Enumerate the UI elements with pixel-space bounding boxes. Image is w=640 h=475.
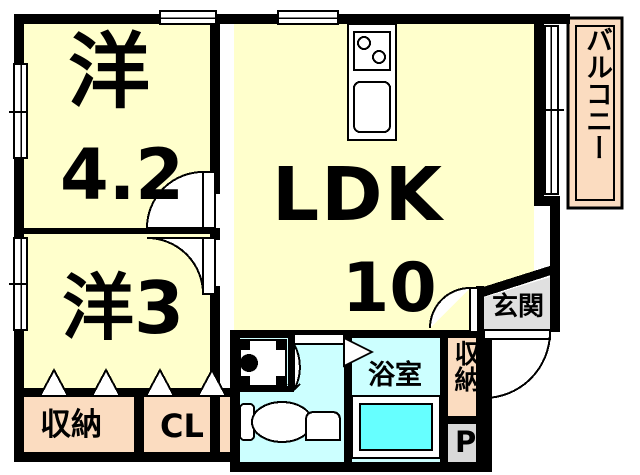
window-top-bedroom-icon	[159, 10, 217, 25]
wall-water-top	[230, 330, 490, 338]
door-entrance-icon	[483, 329, 551, 399]
wall-bath-left	[344, 338, 352, 462]
stove-burner-1	[357, 36, 371, 50]
wall-washer-bottom	[238, 386, 294, 392]
door-entrance-inner-icon	[429, 287, 479, 333]
kitchen-sink-icon	[353, 81, 391, 133]
wall-right-lower	[482, 330, 492, 472]
kitchen-fixtures	[347, 23, 397, 141]
closet-fill-shuno-left	[24, 396, 134, 452]
door-bedroom-3-icon	[146, 237, 216, 295]
door-bath-icon	[343, 336, 375, 368]
wall-washer-right	[288, 338, 294, 390]
wall-bottom-left	[14, 452, 240, 462]
wall-right-upper	[534, 14, 544, 204]
balcony-outline	[566, 16, 624, 210]
door-washroom-icon	[287, 333, 345, 391]
door-bedroom-4-2-icon	[145, 170, 216, 229]
window-top-ldk-icon	[277, 10, 339, 25]
wall-entrance-diagonal-inner	[480, 264, 556, 293]
windows	[9, 10, 564, 331]
wall-bottom-mid	[230, 462, 490, 472]
window-right-balcony-icon	[540, 25, 564, 195]
washer-pan-icon	[239, 339, 287, 387]
room-fill-yo-3	[24, 232, 210, 390]
wall-partition-bedrooms-ldk	[210, 14, 220, 194]
wall-storage-right	[476, 330, 484, 462]
entrance-detail	[483, 271, 557, 297]
entrance-fill	[482, 266, 560, 330]
window-left-lower-icon	[9, 237, 28, 331]
toilet-icon	[239, 401, 313, 443]
wall-above-closets	[14, 388, 240, 396]
doors	[145, 170, 551, 399]
wall-right-entrance	[550, 196, 560, 332]
bathtub-group	[351, 395, 441, 459]
wall-entrance-left	[476, 286, 484, 332]
wall-washroom-left	[230, 330, 240, 464]
wall-bath-right	[440, 330, 448, 462]
bathtub-icon	[359, 403, 433, 451]
washbasin-icon	[305, 411, 341, 441]
wall-storage-p-divider	[448, 416, 482, 424]
wall-closet-divider	[134, 396, 144, 456]
window-left-upper-icon	[9, 63, 28, 159]
wall-between-bedrooms	[24, 228, 142, 234]
balcony-rail	[575, 25, 615, 201]
room-fills	[24, 24, 534, 390]
balcony-group	[566, 16, 624, 210]
wall-between-bedrooms-2	[142, 228, 212, 234]
stove-burner-2	[372, 50, 386, 64]
wall-partition-bedrooms-ldk-2	[210, 228, 220, 240]
kitchen-stove-icon	[353, 31, 391, 71]
washroom-fixtures	[239, 339, 341, 443]
room-fill-ldk-notch	[234, 300, 464, 332]
wall-entrance-top	[534, 196, 560, 206]
